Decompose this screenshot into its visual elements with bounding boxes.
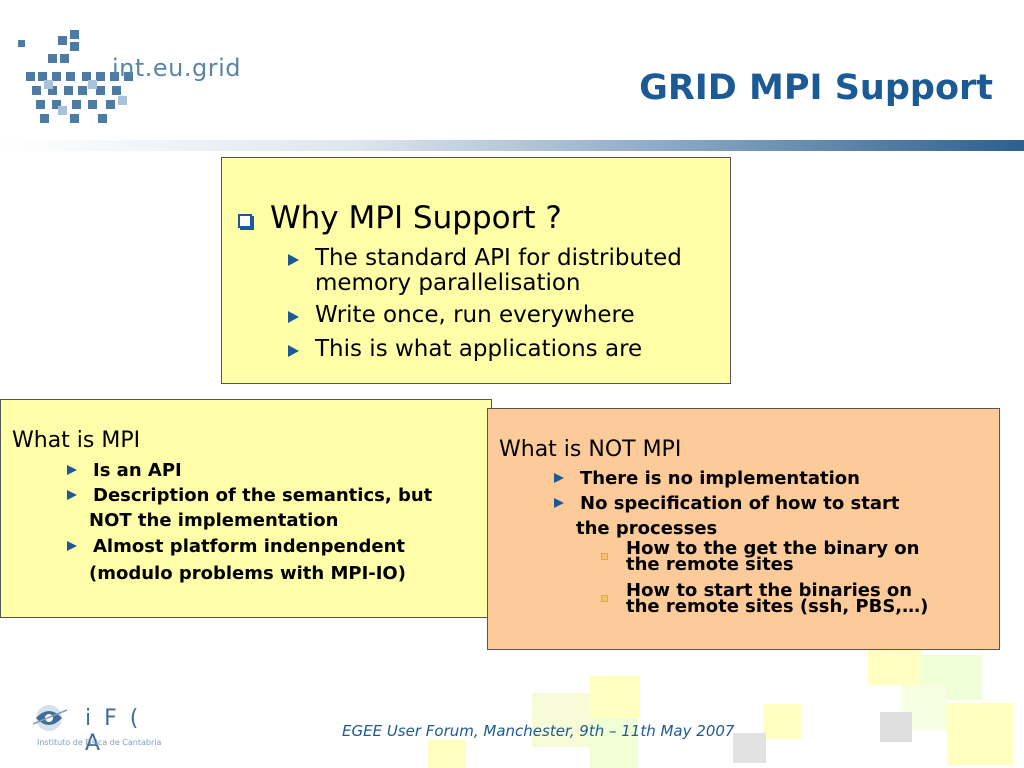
square-bullet-icon [601, 553, 608, 560]
sub-list-item: How to start the binaries on the remote … [626, 580, 929, 617]
ifca-logo-subtext: Instituto de Fisica de Cantabria [37, 738, 162, 747]
footer-text: EGEE User Forum, Manchester, 9th – 11th … [342, 722, 735, 740]
list-item: Is an API [67, 458, 182, 483]
sub-list-item: How to the get the binary on the remote … [626, 538, 920, 575]
header-divider [0, 140, 1024, 151]
triangle-bullet-icon [288, 345, 299, 357]
ifca-logo-text: i F ( A [85, 706, 142, 756]
logo-text: int.eu.grid [112, 54, 242, 82]
triangle-bullet-icon [67, 465, 77, 475]
triangle-bullet-icon [554, 498, 564, 508]
checkbox-bullet-icon [238, 214, 252, 228]
what-is-mpi-box: What is MPI Is an API Description of the… [0, 399, 492, 618]
triangle-bullet-icon [554, 473, 564, 483]
what-is-not-mpi-box: What is NOT MPI There is no implementati… [487, 408, 1000, 650]
triangle-bullet-icon [67, 490, 77, 500]
square-bullet-icon [601, 595, 608, 602]
triangle-bullet-icon [288, 254, 299, 266]
why-mpi-heading: Why MPI Support ? [270, 200, 562, 236]
grid-squares-icon [18, 30, 133, 123]
list-item: There is no implementation [554, 466, 860, 491]
why-mpi-box: Why MPI Support ? The standard API for d… [221, 157, 731, 384]
list-item: Description of the semantics, but NOT th… [67, 483, 432, 533]
list-item: Almost platform indenpendent (modulo pro… [67, 534, 406, 586]
triangle-bullet-icon [67, 541, 77, 551]
triangle-bullet-icon [288, 311, 299, 323]
slide-title: GRID MPI Support [639, 68, 993, 108]
list-item: The standard API for distributed memory … [288, 246, 682, 296]
list-item: This is what applications are [288, 337, 642, 362]
list-item: No specification of how to start the pro… [554, 491, 899, 541]
what-is-mpi-heading: What is MPI [12, 428, 141, 453]
what-is-not-mpi-heading: What is NOT MPI [499, 437, 682, 462]
list-item: Write once, run everywhere [288, 303, 635, 328]
ifca-logo: i F ( A Instituto de Fisica de Cantabria [32, 700, 163, 756]
ifca-emblem-icon [32, 705, 68, 731]
int-eu-grid-logo: int.eu.grid [18, 26, 242, 130]
